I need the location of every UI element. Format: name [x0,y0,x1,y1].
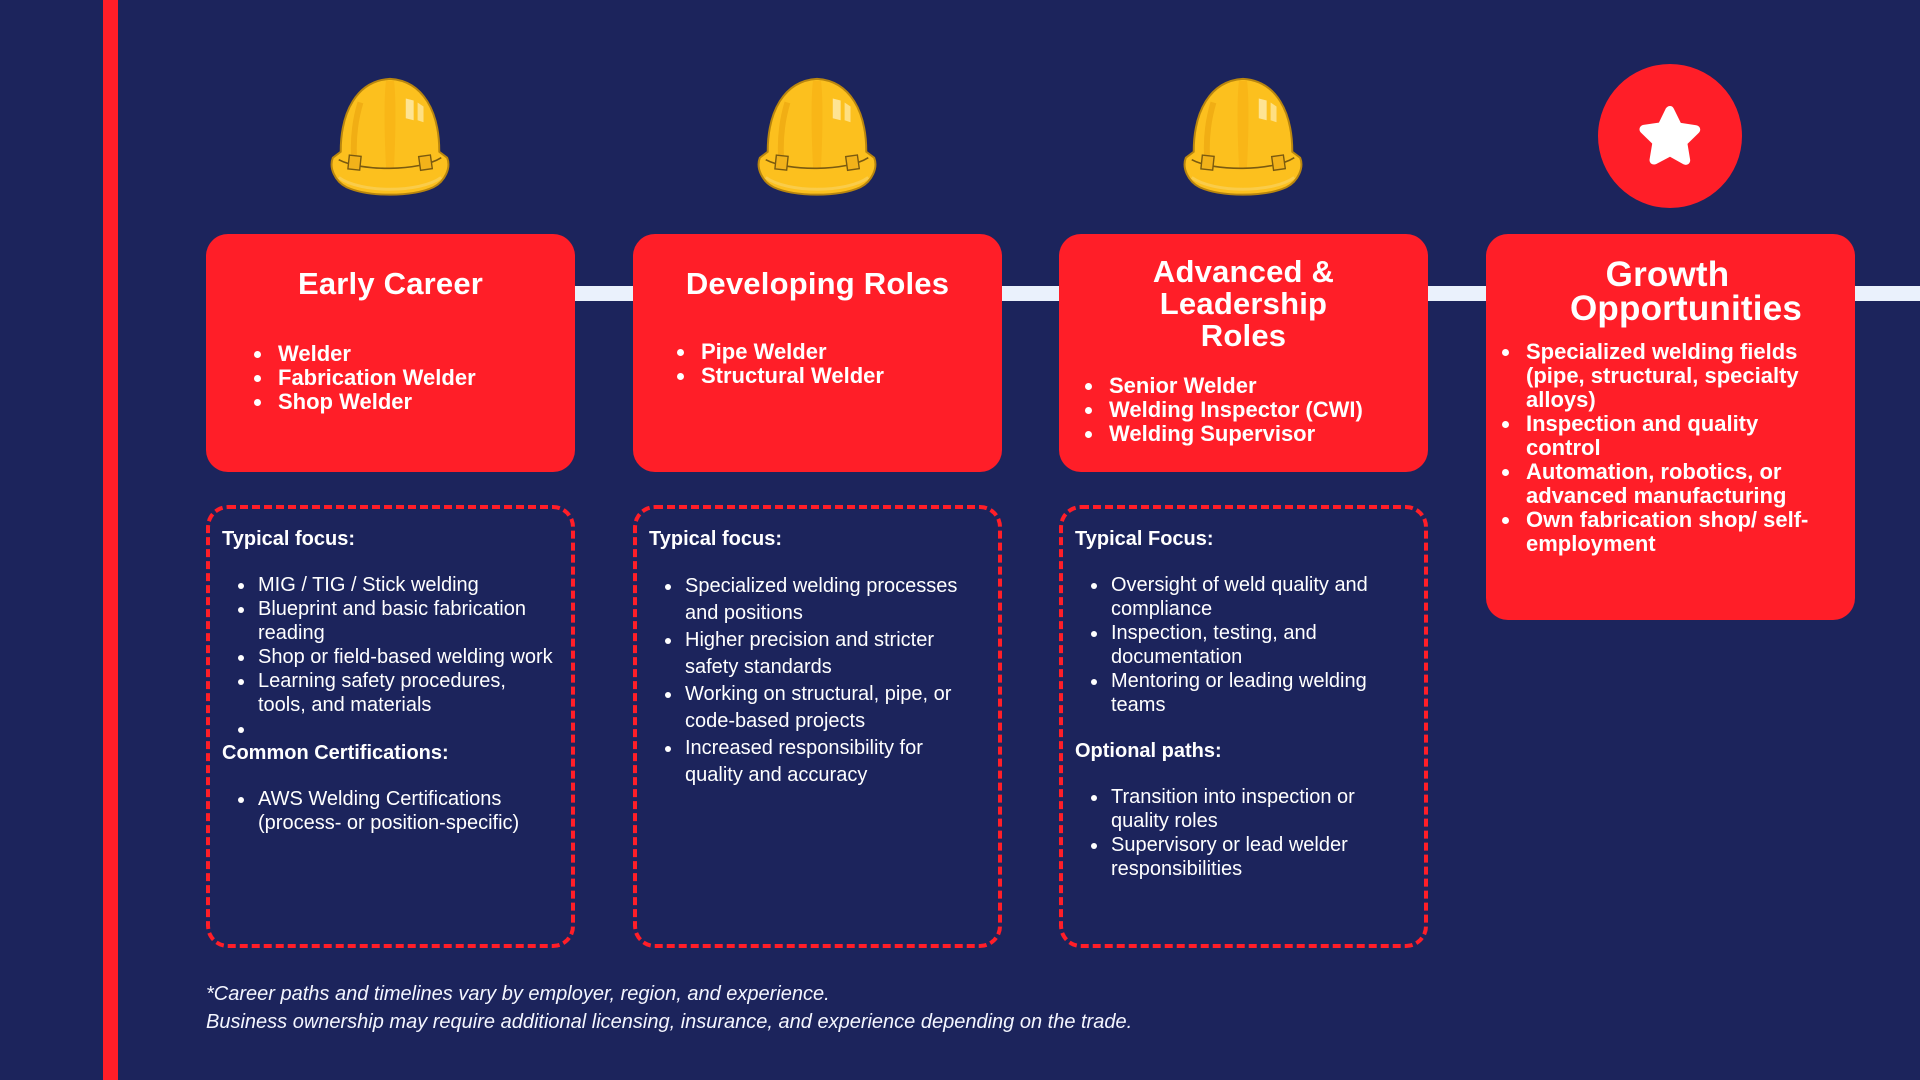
role-item: Welding Inspector (CWI) [1083,398,1408,422]
opportunity-item: Automation, robotics, or advanced manufa… [1500,460,1825,508]
role-item: Shop Welder [252,390,555,414]
stage-card-developing-roles: Developing Roles Pipe Welder Structural … [633,234,1002,472]
optional-path-item: Supervisory or lead welder responsibilit… [1091,833,1392,881]
focus-item: Oversight of weld quality and compliance [1091,573,1392,621]
focus-list: Oversight of weld quality and compliance… [1075,573,1412,717]
focus-item: Learning safety procedures, tools, and m… [238,669,559,717]
stage-title: Early Career [297,266,484,301]
optional-paths-heading: Optional paths: [1075,740,1222,762]
focus-item-empty [238,717,559,741]
footer-note-business-ownership: Business ownership may require additiona… [206,1011,1133,1033]
focus-heading: Typical Focus: [1075,528,1214,550]
timeline-connector [1855,286,1920,301]
role-item: Welder [252,342,555,366]
focus-box-developing-roles: Typical focus: Specialized welding proce… [633,505,1002,948]
opportunity-item: Own fabrication shop/ self-employment [1500,508,1825,556]
role-item: Senior Welder [1083,374,1408,398]
focus-item: Shop or field-based welding work [238,645,559,669]
left-accent-bar [103,0,118,1080]
certifications-heading: Common Certifications: [222,742,449,764]
stage-card-growth-opportunities: Growth Opportunities Specialized welding… [1486,234,1855,620]
certifications-list: AWS Welding Certifications (process- or … [222,787,559,835]
hard-hat-icon [742,62,892,212]
role-item: Welding Supervisor [1083,422,1408,446]
role-item: Structural Welder [675,364,982,388]
optional-path-item: Transition into inspection or quality ro… [1091,785,1392,833]
opportunity-item: Inspection and quality control [1500,412,1825,460]
stage-card-early-career: Early Career Welder Fabrication Welder S… [206,234,575,472]
timeline-connector [575,286,633,301]
optional-paths-list: Transition into inspection or quality ro… [1075,785,1412,881]
focus-item: Higher precision and stricter safety sta… [665,627,986,681]
opportunity-item: Specialized welding fields (pipe, struct… [1500,340,1825,412]
stage-title: Developing Roles [685,266,950,301]
focus-item: Mentoring or leading welding teams [1091,669,1392,717]
focus-item: Inspection, testing, and documentation [1091,621,1392,669]
focus-box-advanced-leadership: Typical Focus: Oversight of weld quality… [1059,505,1428,948]
focus-item: Blueprint and basic fabrication reading [238,597,559,645]
focus-item: Increased responsibility for quality and… [665,735,986,789]
hard-hat-icon [1168,62,1318,212]
hard-hat-icon [315,62,465,212]
stage-card-advanced-leadership: Advanced & Leadership Roles Senior Welde… [1059,234,1428,472]
focus-list: Specialized welding processes and positi… [649,573,986,789]
focus-heading: Typical focus: [649,528,782,550]
focus-item: Working on structural, pipe, or code-bas… [665,681,986,735]
stage-title: Growth Opportunities [1570,255,1803,328]
role-list: Senior Welder Welding Inspector (CWI) We… [1079,374,1408,446]
timeline-connector [1002,286,1059,301]
opportunity-list: Specialized welding fields (pipe, struct… [1500,340,1835,556]
timeline-connector [1428,286,1486,301]
focus-box-early-career: Typical focus: MIG / TIG / Stick welding… [206,505,575,948]
focus-list: MIG / TIG / Stick welding Blueprint and … [222,573,559,741]
certification-item: AWS Welding Certifications (process- or … [238,787,559,835]
focus-heading: Typical focus: [222,528,355,550]
footer-note-career-paths: *Career paths and timelines vary by empl… [206,983,830,1005]
focus-item: Specialized welding processes and positi… [665,573,986,627]
star-badge [1598,64,1742,208]
stage-title: Advanced & Leadership Roles [1152,254,1335,353]
role-list: Pipe Welder Structural Welder [653,340,982,388]
role-item: Pipe Welder [675,340,982,364]
role-item: Fabrication Welder [252,366,555,390]
focus-item: MIG / TIG / Stick welding [238,573,559,597]
star-icon [1639,105,1701,165]
role-list: Welder Fabrication Welder Shop Welder [226,342,555,414]
